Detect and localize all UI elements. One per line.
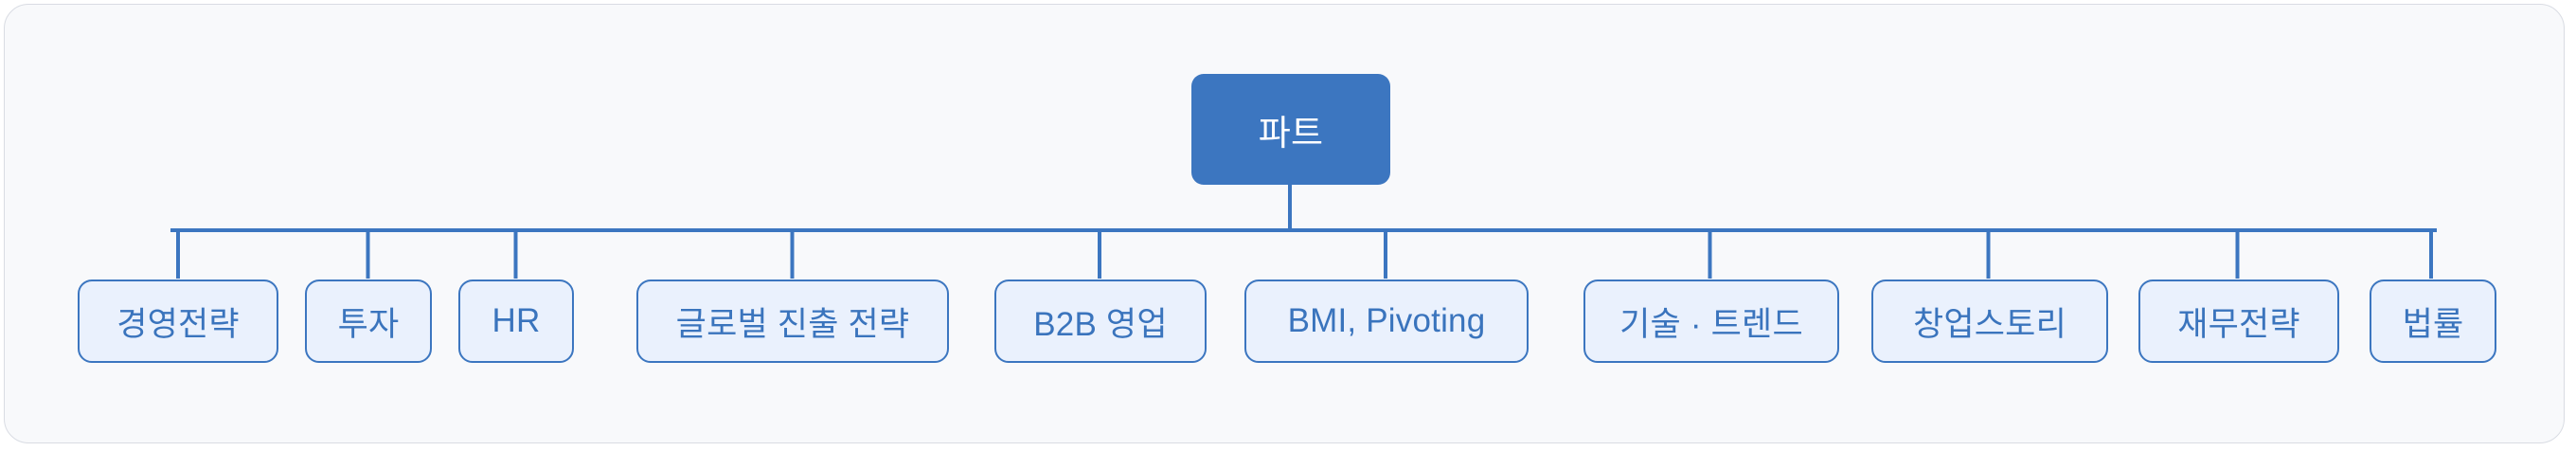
child-node-0[interactable]: 경영전략 xyxy=(78,280,278,363)
child-node-label: 경영전략 xyxy=(116,305,240,343)
child-node-label: BMI, Pivoting xyxy=(1287,302,1486,339)
child-node-label: 기술 · 트렌드 xyxy=(1619,305,1803,343)
child-node-label: 재무전략 xyxy=(2177,305,2300,343)
child-node-1[interactable]: 투자 xyxy=(305,280,432,363)
child-node-5[interactable]: BMI, Pivoting xyxy=(1244,280,1529,363)
child-node-label: 투자 xyxy=(337,305,400,343)
child-node-label: 글로벌 진출 전략 xyxy=(675,305,910,343)
root-node-label: 파트 xyxy=(1258,113,1324,153)
connector-layer xyxy=(170,184,2438,279)
child-node-4[interactable]: B2B 영업 xyxy=(994,280,1207,363)
child-node-6[interactable]: 기술 · 트렌드 xyxy=(1583,280,1839,363)
child-node-3[interactable]: 글로벌 진출 전략 xyxy=(636,280,949,363)
child-node-label: B2B 영업 xyxy=(1033,305,1168,343)
root-node[interactable]: 파트 xyxy=(1191,74,1390,185)
child-node-2[interactable]: HR xyxy=(458,280,574,363)
child-node-label: 법률 xyxy=(2402,305,2464,343)
child-node-8[interactable]: 재무전략 xyxy=(2138,280,2339,363)
child-node-9[interactable]: 법률 xyxy=(2370,280,2496,363)
child-node-label: 창업스토리 xyxy=(1912,305,2066,343)
child-node-label: HR xyxy=(492,302,541,339)
child-node-7[interactable]: 창업스토리 xyxy=(1871,280,2108,363)
